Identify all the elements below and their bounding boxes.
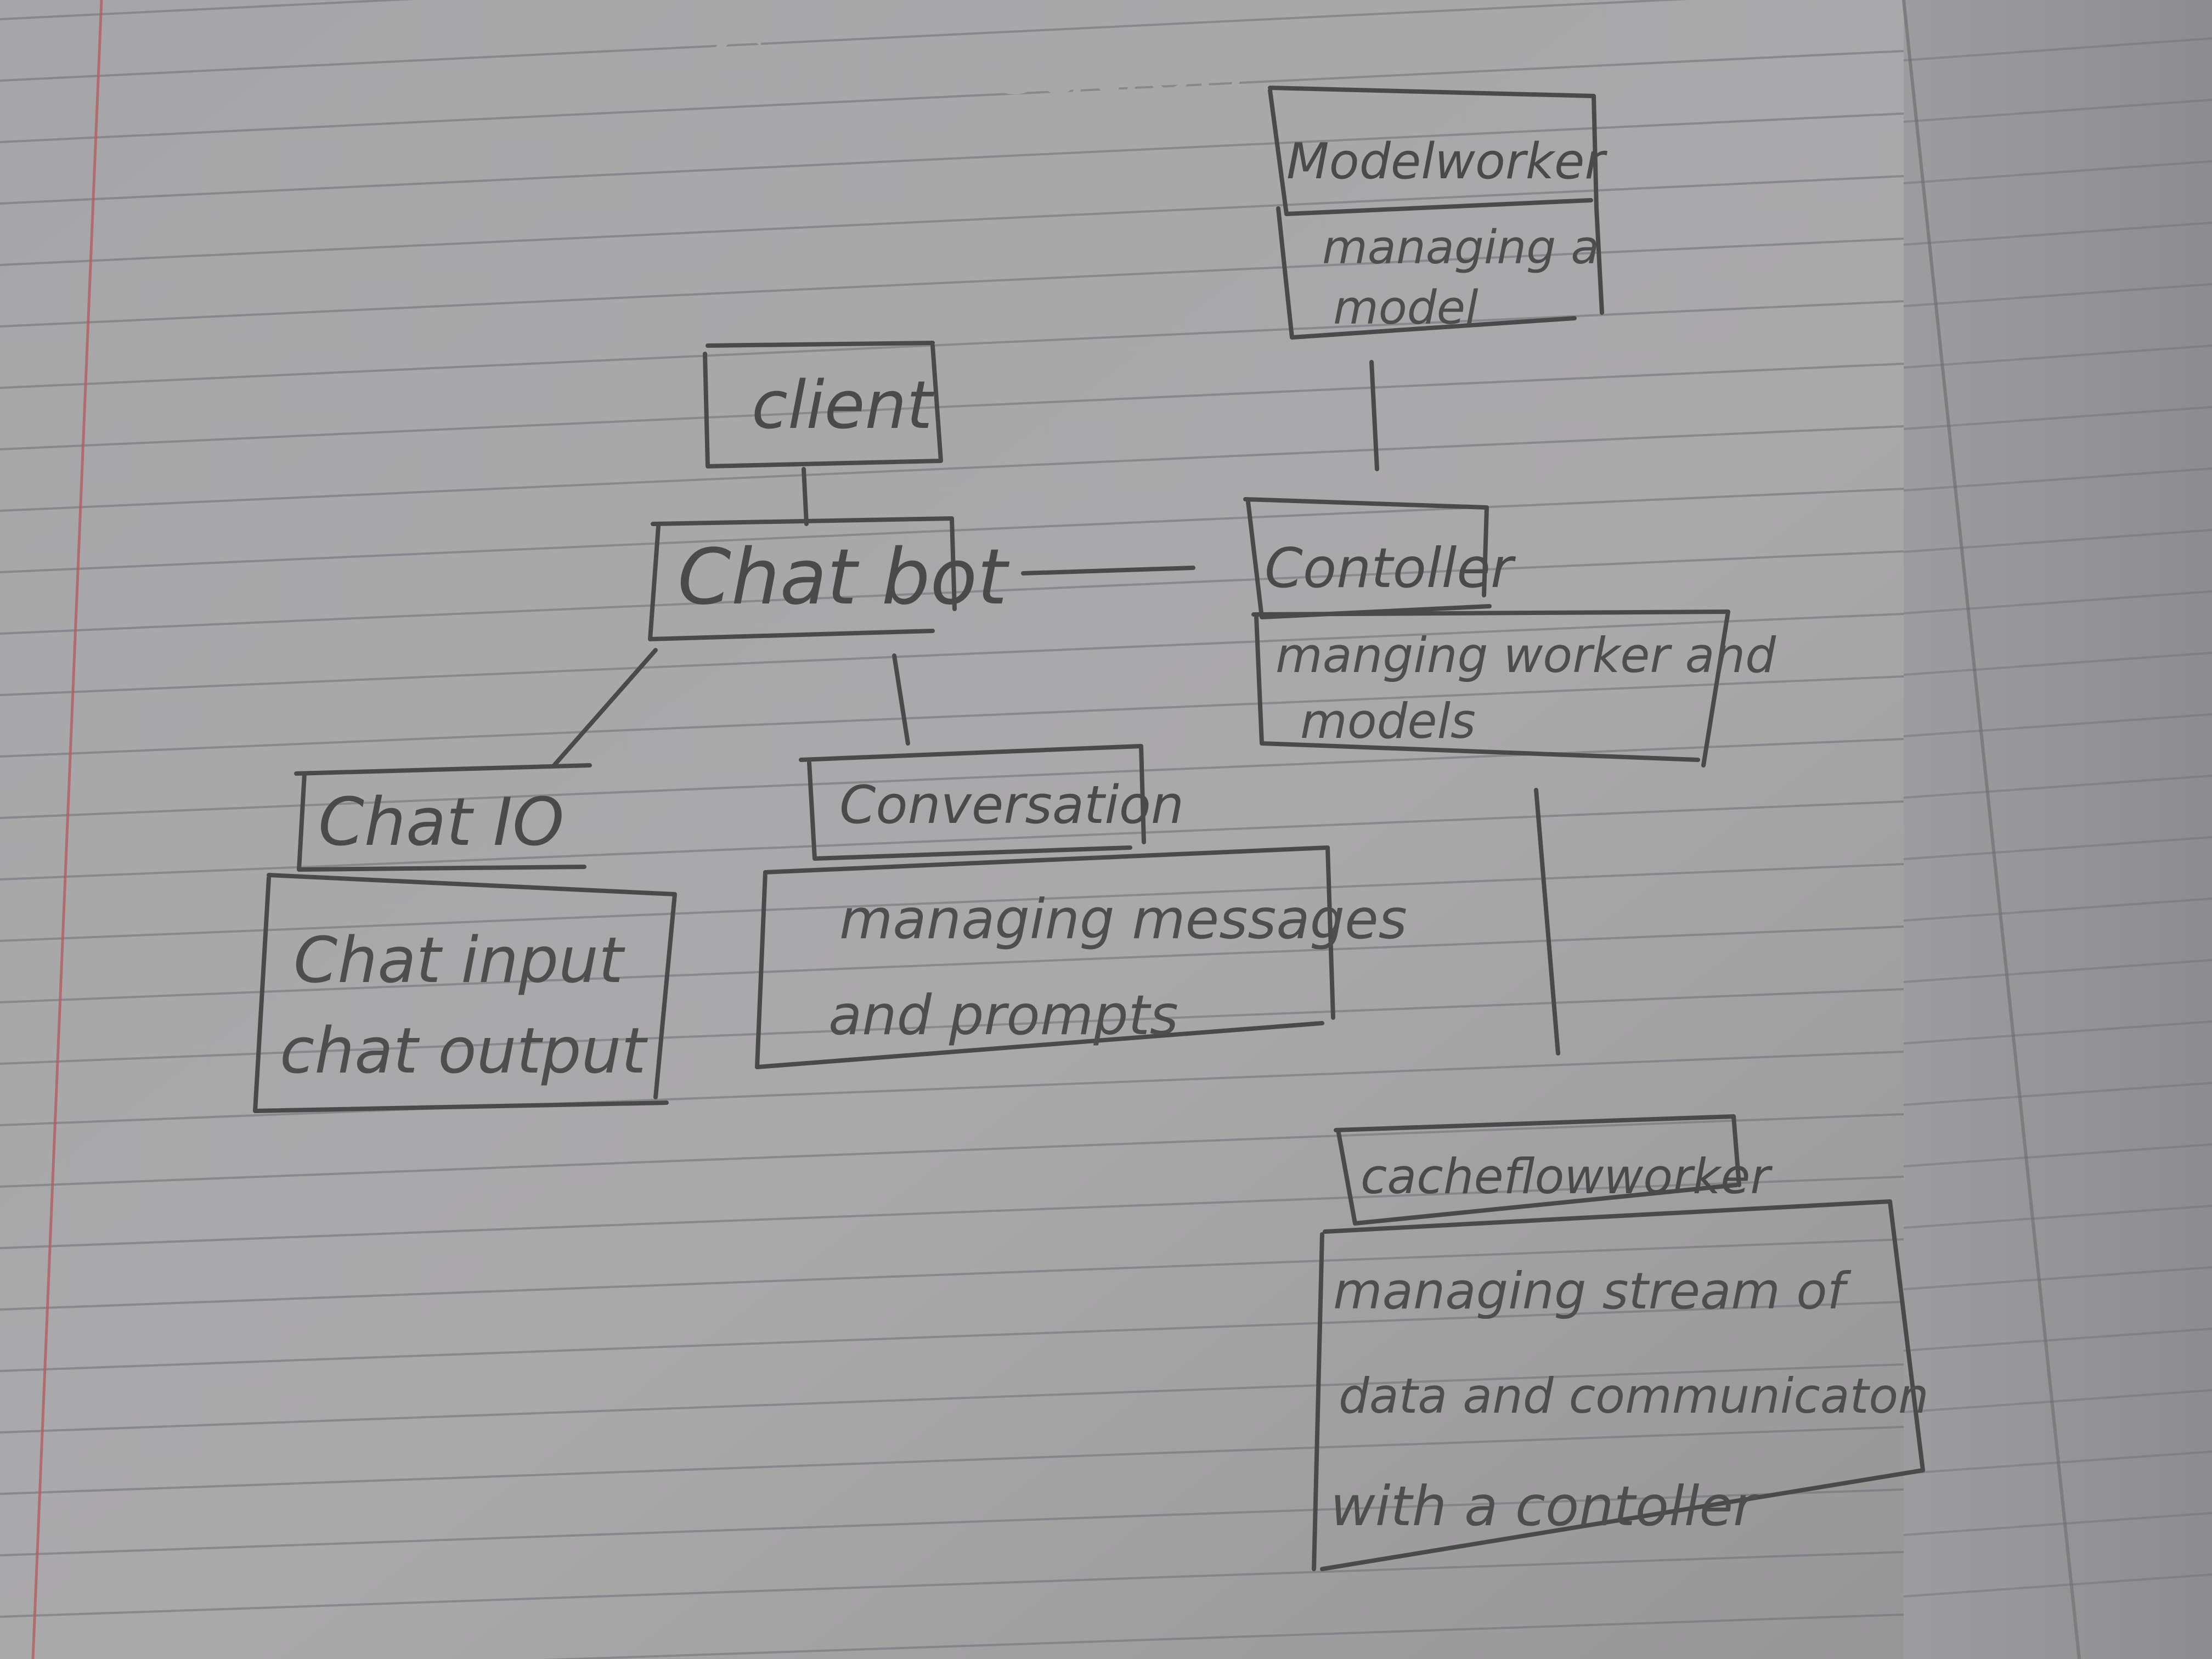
- cacheflow-body-box: [1312, 1199, 1925, 1571]
- ruled-line: [0, 738, 1904, 819]
- ruled-line-right-page: [1903, 1573, 2212, 1598]
- faint-heading: Conversation: [705, 18, 1249, 113]
- ruled-line: [0, 1238, 1904, 1311]
- client-title: client: [752, 368, 935, 444]
- ruled-line: [541, 1613, 1904, 1659]
- ruled-line: [0, 1113, 1904, 1188]
- ruled-line: [0, 1426, 1904, 1495]
- ruled-line-right-page: [1903, 1020, 2212, 1045]
- modelworker-line-1: managing a: [1322, 221, 1599, 275]
- client-chatbot-connector: [802, 467, 809, 526]
- conversation-body-box: [755, 845, 1335, 1069]
- controller-body-box: [1251, 610, 1730, 768]
- cacheflow-line-3: with a contoller: [1330, 1474, 1759, 1538]
- ruled-line: [0, 112, 1904, 205]
- ruled-line-right-page: [1903, 1266, 2212, 1290]
- ruled-line: [0, 363, 1904, 450]
- ruled-line: [0, 1051, 1904, 1126]
- chatbot-title: Chat bot: [678, 533, 1010, 622]
- ruled-line-right-page: [1903, 590, 2212, 614]
- ruled-line-right-page: [1903, 1082, 2212, 1106]
- right-page: [1904, 0, 2212, 1659]
- ruled-line: [0, 675, 1904, 758]
- ruled-line-right-page: [1903, 1205, 2212, 1229]
- ruled-line-right-page: [1903, 1512, 2212, 1536]
- ruled-line-right-page: [1903, 1389, 2212, 1413]
- ruled-line: [0, 238, 1904, 328]
- ruled-line: [0, 1176, 1904, 1249]
- ruled-line-right-page: [1903, 467, 2212, 492]
- client-box: [703, 341, 943, 469]
- ruled-line-right-page: [1903, 713, 2212, 737]
- controller-line-1: manging worker and: [1276, 627, 1776, 684]
- chatio-title: Chat IO: [318, 785, 564, 861]
- ruled-line: [0, 863, 1904, 942]
- ruled-line: [0, 175, 1904, 266]
- ruled-line-right-page: [1903, 345, 2212, 369]
- chatio-title-box: [294, 763, 592, 872]
- modelworker-body-box: [1276, 206, 1604, 340]
- ruled-line-right-page: [1903, 652, 2212, 676]
- ruled-line: [0, 1488, 1904, 1556]
- modelworker-title: Modelworker: [1286, 133, 1607, 190]
- ruled-line-right-page: [1903, 283, 2212, 307]
- conversation-line-1: managing messages: [839, 887, 1407, 951]
- chatbot-controller-connector: [1021, 566, 1195, 575]
- cacheflow-line-1: managing stream of: [1333, 1262, 1852, 1321]
- page-edge: [1902, 0, 2081, 1659]
- margin-line: [31, 0, 103, 1659]
- cacheflow-title: cacheflowworker: [1361, 1148, 1773, 1205]
- chatbot-chatio-connector: [552, 648, 658, 768]
- ruled-line-right-page: [1903, 1451, 2212, 1475]
- ruled-line: [0, 988, 1904, 1065]
- ruled-line: [0, 1363, 1904, 1434]
- ruled-line-right-page: [1903, 160, 2212, 184]
- ruled-line-right-page: [1903, 406, 2212, 430]
- ruled-line-right-page: [1903, 775, 2212, 799]
- conversation-title: Conversation: [839, 775, 1184, 836]
- cacheflow-title-box: [1334, 1114, 1741, 1226]
- ruled-line: [0, 550, 1904, 635]
- modelworker-line-2: model: [1333, 281, 1479, 335]
- ruled-line-right-page: [1903, 529, 2212, 553]
- controller-cacheflow-connector: [1534, 788, 1560, 1056]
- chatbot-conversation-connector: [892, 653, 910, 746]
- ruled-line: [0, 425, 1904, 512]
- ruled-line: [0, 300, 1904, 389]
- controller-title-box: [1243, 497, 1492, 619]
- ruled-line-right-page: [1903, 898, 2212, 922]
- conversation-title-box: [799, 744, 1146, 861]
- ruled-line-right-page: [1903, 1328, 2212, 1352]
- chatio-line-2: chat output: [280, 1014, 648, 1088]
- chatio-line-1: Chat input: [294, 924, 625, 997]
- ruled-line-right-page: [1903, 836, 2212, 860]
- ruled-line: [0, 613, 1904, 696]
- ruled-line: [0, 50, 1904, 143]
- ruled-line-right-page: [1903, 99, 2212, 123]
- ruled-line: [0, 0, 415, 20]
- modelworker-title-box: [1268, 86, 1599, 216]
- ruled-line: [0, 1301, 1904, 1372]
- ruled-line-right-page: [1903, 1143, 2212, 1167]
- ruled-line: [0, 0, 1689, 82]
- ruled-line: [0, 1551, 1904, 1618]
- controller-line-2: models: [1300, 693, 1476, 749]
- controller-title: Contoller: [1265, 536, 1516, 600]
- cacheflow-line-2: data and communicaton: [1339, 1368, 1929, 1424]
- chatio-body-box: [253, 873, 677, 1113]
- ruled-line: [0, 800, 1904, 881]
- ruled-line-right-page: [1903, 37, 2212, 61]
- ruled-line-right-page: [1903, 959, 2212, 983]
- ruled-line: [0, 926, 1904, 1003]
- ruled-line-right-page: [1903, 222, 2212, 246]
- conversation-line-2: and prompts: [828, 983, 1178, 1047]
- chatbot-box: [648, 516, 957, 641]
- modelworker-controller-connector: [1369, 360, 1379, 471]
